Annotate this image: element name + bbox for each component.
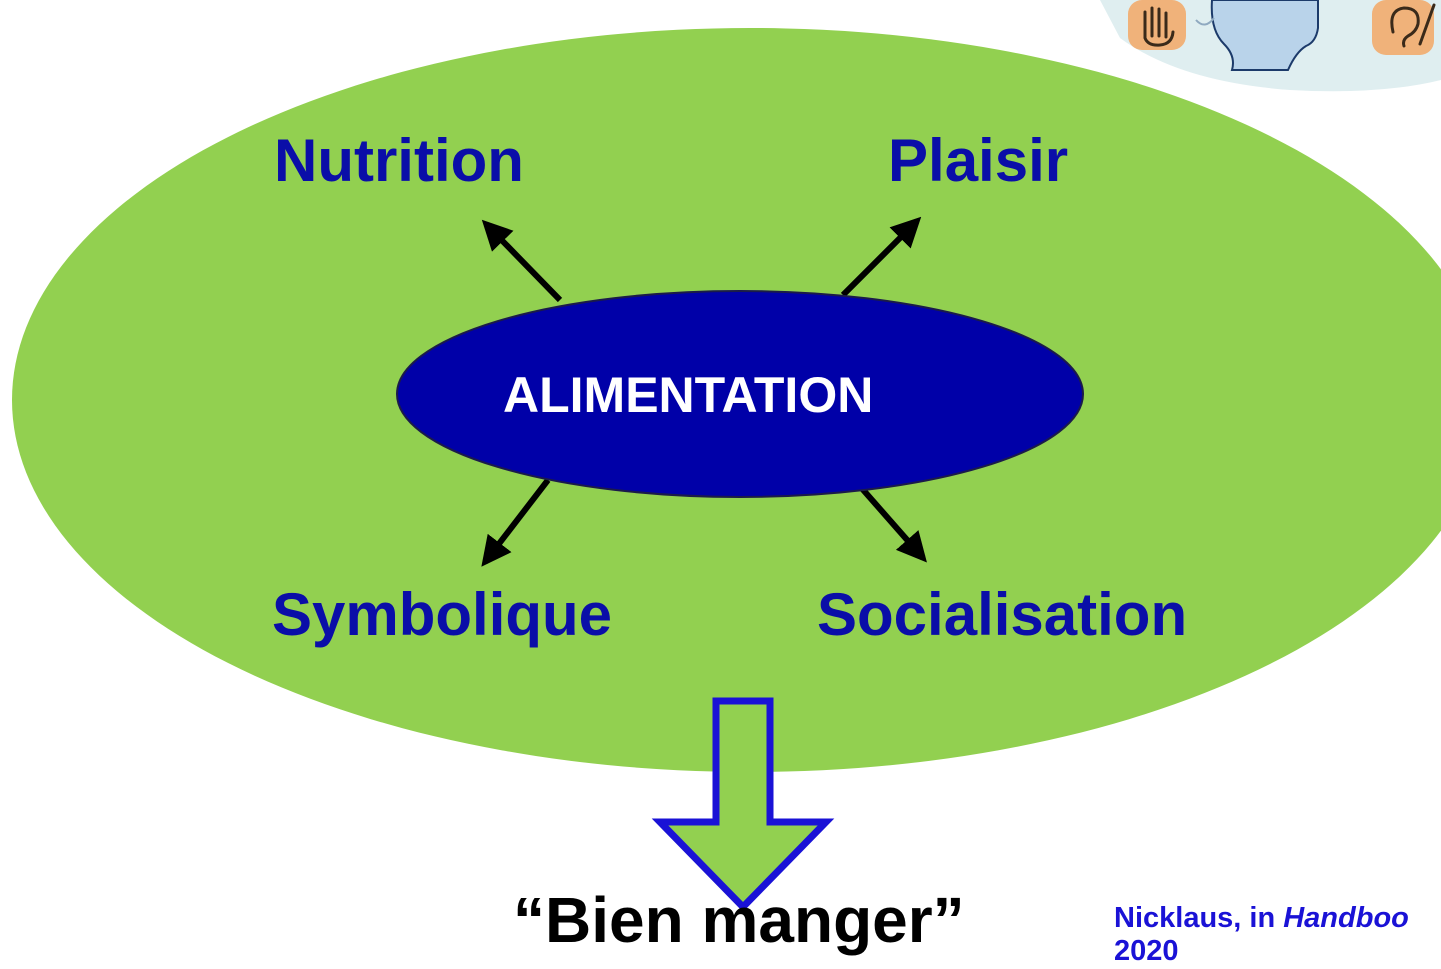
head-profile-icon bbox=[1195, 0, 1319, 71]
label-bien-manger: “Bien manger” bbox=[513, 884, 965, 956]
citation-work: Handboo bbox=[1283, 902, 1409, 934]
hand-icon bbox=[1128, 0, 1186, 50]
senses-icon-group bbox=[1100, 0, 1441, 92]
label-symbolique: Symbolique bbox=[272, 581, 613, 648]
citation-year: 2020 bbox=[1114, 935, 1179, 968]
result-arrow bbox=[651, 697, 835, 913]
citation-author: Nicklaus, in bbox=[1114, 902, 1284, 934]
center-ellipse bbox=[396, 290, 1084, 498]
arrow-symbolique bbox=[481, 478, 551, 567]
citation: Nicklaus, in Handboo 2020 bbox=[1114, 902, 1409, 969]
label-socialisation: Socialisation bbox=[817, 581, 1188, 648]
label-nutrition: Nutrition bbox=[274, 127, 524, 194]
arrow-plaisir bbox=[840, 216, 922, 298]
arrow-socialisation bbox=[855, 482, 927, 563]
label-plaisir: Plaisir bbox=[888, 127, 1069, 194]
label-alimentation: ALIMENTATION bbox=[503, 367, 874, 423]
arrow-nutrition bbox=[481, 219, 563, 303]
ear-icon bbox=[1372, 0, 1436, 55]
